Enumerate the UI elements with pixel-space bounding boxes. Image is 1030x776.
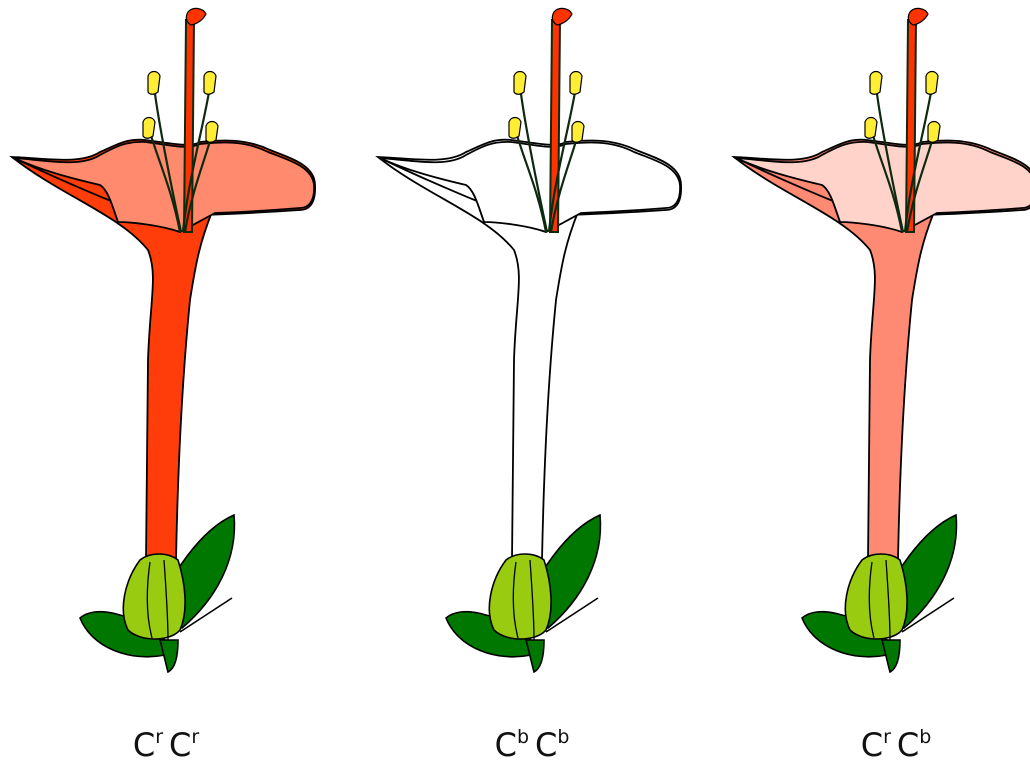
flower-2 — [378, 8, 681, 672]
flower-3 — [734, 8, 1030, 672]
calyx — [845, 554, 907, 639]
calyx — [123, 554, 185, 639]
calyx — [489, 554, 551, 639]
flower-1 — [12, 8, 315, 672]
stigma — [186, 8, 206, 25]
stigma — [908, 8, 928, 25]
stigma — [552, 8, 572, 25]
